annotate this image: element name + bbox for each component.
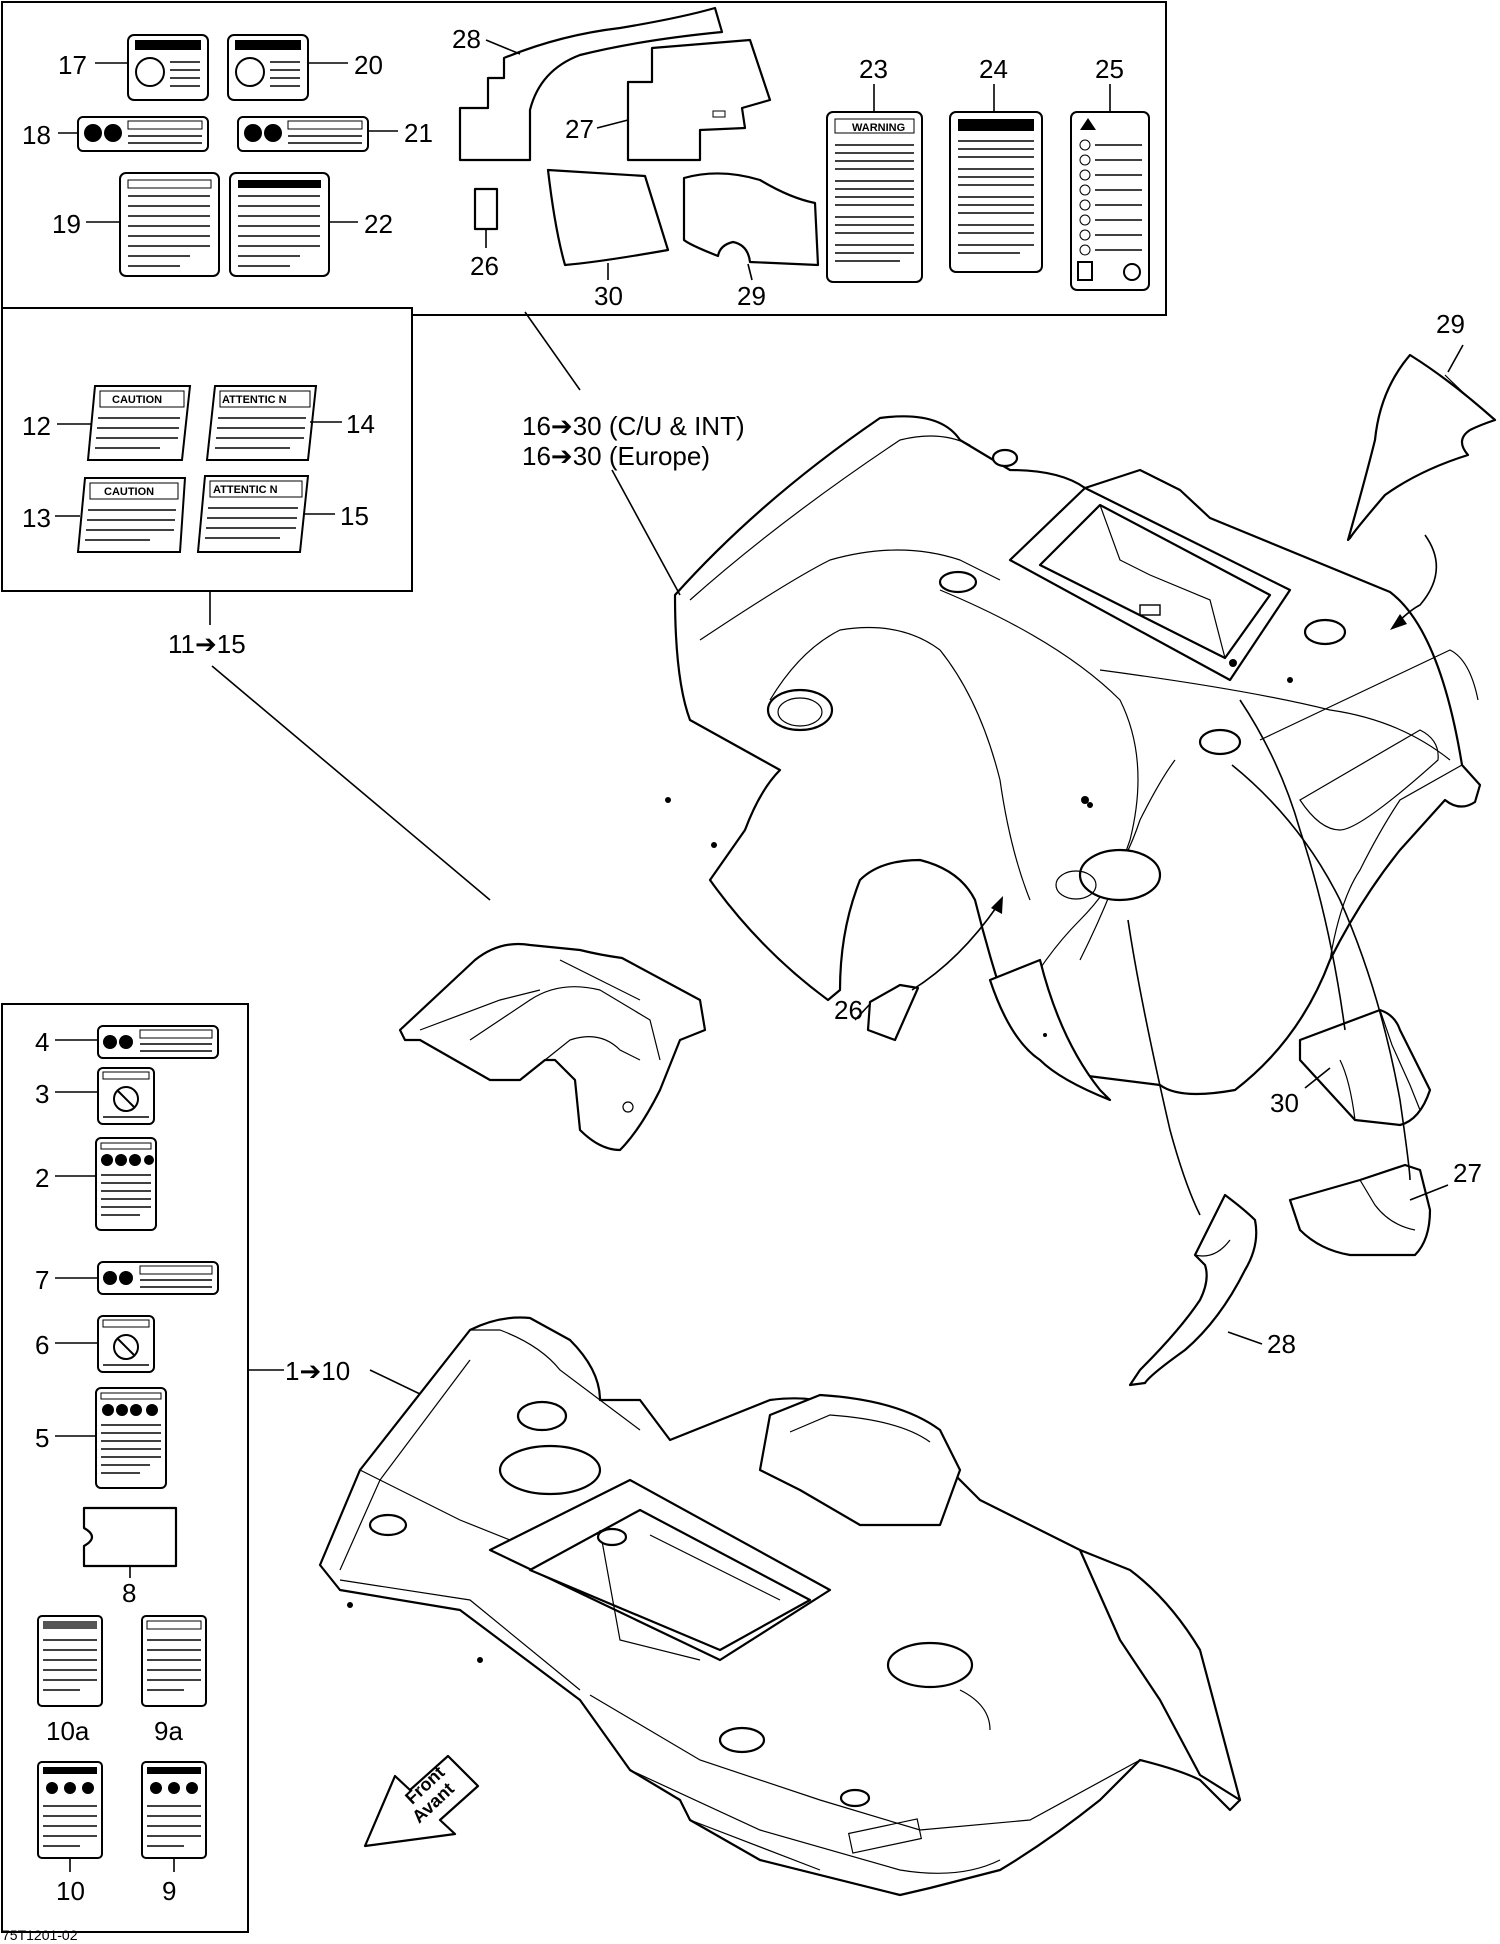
decal-9a <box>141 1615 207 1707</box>
callout-18: 18 <box>22 120 51 150</box>
decal-27-template <box>626 38 772 162</box>
callout-6: 6 <box>35 1330 49 1360</box>
decal-6 <box>97 1315 155 1373</box>
decal-19 <box>119 172 220 277</box>
callout-12: 12 <box>22 411 51 441</box>
decal-20 <box>227 34 309 101</box>
decal-13: CAUTION <box>76 477 187 553</box>
decal-29-template <box>682 172 820 267</box>
decal-23: WARNING <box>826 111 923 283</box>
decal-30-part <box>1298 1008 1432 1127</box>
callout-3: 3 <box>35 1079 49 1109</box>
decal-10 <box>37 1761 103 1859</box>
svg-text:CAUTION: CAUTION <box>104 486 154 498</box>
callout-10a: 10a <box>46 1716 90 1746</box>
svg-text:WARNING: WARNING <box>852 122 905 134</box>
decal-30-template <box>546 168 670 267</box>
callout-13: 13 <box>22 503 51 533</box>
svg-text:CAUTION: CAUTION <box>112 394 162 406</box>
callout-10: 10 <box>56 1876 85 1906</box>
callout-29-top: 29 <box>737 281 766 311</box>
callout-30-mid: 30 <box>1270 1088 1299 1118</box>
decal-14: ATTENTIC N <box>205 385 318 461</box>
callout-27-top: 27 <box>565 114 594 144</box>
decal-kit-box-11-15: CAUTION 12 ATTENTIC N 14 CAUTION 13 AT <box>1 307 413 592</box>
group-label-1-10: 1➔10 <box>285 1356 350 1386</box>
decal-21 <box>237 116 369 152</box>
callout-30-top: 30 <box>594 281 623 311</box>
decal-4 <box>97 1025 219 1059</box>
svg-text:ATTENTIC N: ATTENTIC N <box>213 484 278 496</box>
decal-22 <box>229 172 330 277</box>
front-direction-arrow: Front Avant <box>363 1754 480 1848</box>
decal-9 <box>141 1761 207 1859</box>
decal-17 <box>127 34 209 101</box>
callout-22: 22 <box>364 209 393 239</box>
decal-26-part <box>866 983 920 1042</box>
decal-8 <box>82 1506 178 1568</box>
svg-text:ATTENTIC N: ATTENTIC N <box>222 394 287 406</box>
callout-23: 23 <box>859 54 888 84</box>
callout-8: 8 <box>122 1578 136 1608</box>
callout-15: 15 <box>340 501 369 531</box>
callout-7: 7 <box>35 1265 49 1295</box>
callout-28-lower: 28 <box>1267 1329 1296 1359</box>
decal-2 <box>95 1137 157 1231</box>
decal-26-template <box>473 187 499 231</box>
rear-fender-assembly <box>665 415 1482 1102</box>
callout-17: 17 <box>58 50 87 80</box>
front-fender-assembly <box>318 1316 1242 1897</box>
callout-25: 25 <box>1095 54 1124 84</box>
callout-28-top: 28 <box>452 24 481 54</box>
decal-kit-box-1-10: 4 3 2 7 <box>1 1003 249 1933</box>
front-inner-panel <box>398 942 707 1152</box>
callout-27-lower: 27 <box>1453 1158 1482 1188</box>
decal-10a <box>37 1615 103 1707</box>
decal-7 <box>97 1261 219 1295</box>
group-label-11-15: 11➔15 <box>168 629 246 659</box>
rear-decal-29 <box>1346 353 1497 542</box>
decal-3 <box>97 1067 155 1125</box>
callout-19: 19 <box>52 209 81 239</box>
decal-18 <box>77 116 209 152</box>
decal-5 <box>95 1387 167 1489</box>
decal-28-template <box>458 6 724 162</box>
callout-14: 14 <box>346 409 375 439</box>
callout-29-right: 29 <box>1436 309 1465 339</box>
decal-kit-box-16-30: 17 20 18 21 <box>1 1 1167 316</box>
decal-27-part <box>1288 1163 1432 1257</box>
callout-20: 20 <box>354 50 383 80</box>
decal-24 <box>949 111 1043 273</box>
decal-25 <box>1070 111 1150 291</box>
callout-2: 2 <box>35 1163 49 1193</box>
callout-4: 4 <box>35 1027 49 1057</box>
callout-26-top: 26 <box>470 251 499 281</box>
callout-5: 5 <box>35 1423 49 1453</box>
callout-9a: 9a <box>154 1716 183 1746</box>
decal-15: ATTENTIC N <box>196 475 310 553</box>
decal-12: CAUTION <box>86 385 192 461</box>
callout-21: 21 <box>404 118 433 148</box>
group-label-16-30-europe: 16➔30 (Europe) <box>522 441 710 471</box>
figure-code: 75T1201-02 <box>2 1927 78 1943</box>
callout-24: 24 <box>979 54 1008 84</box>
group-label-16-30-cu-int: 16➔30 (C/U & INT) <box>522 411 745 441</box>
callout-26-mid: 26 <box>834 995 863 1025</box>
callout-9: 9 <box>162 1876 176 1906</box>
decal-28-part <box>1128 1193 1258 1387</box>
